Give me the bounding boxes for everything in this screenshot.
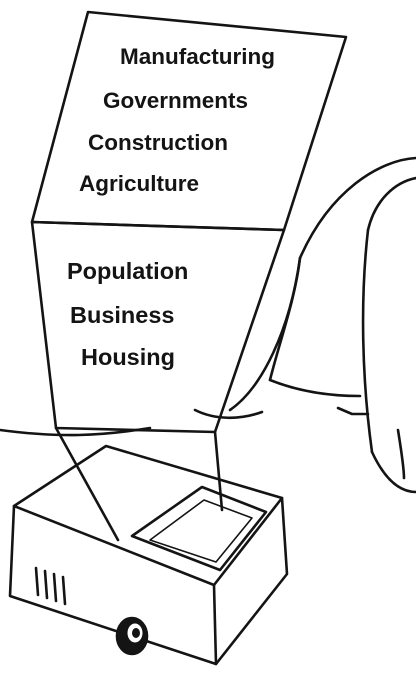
lower-panel-label-business: Business [70,302,175,328]
upper-panel-label-governments: Governments [103,88,249,113]
lower-panel-label-population: Population [67,258,189,284]
light-beam [54,426,224,542]
upper-panel-label-manufacturing: Manufacturing [120,44,275,69]
upper-panel-label-construction: Construction [88,130,228,155]
upper-panel-label-agriculture: Agriculture [79,171,200,196]
lower-panel-label-housing: Housing [81,344,175,370]
overhead-projector-icon [8,444,289,666]
